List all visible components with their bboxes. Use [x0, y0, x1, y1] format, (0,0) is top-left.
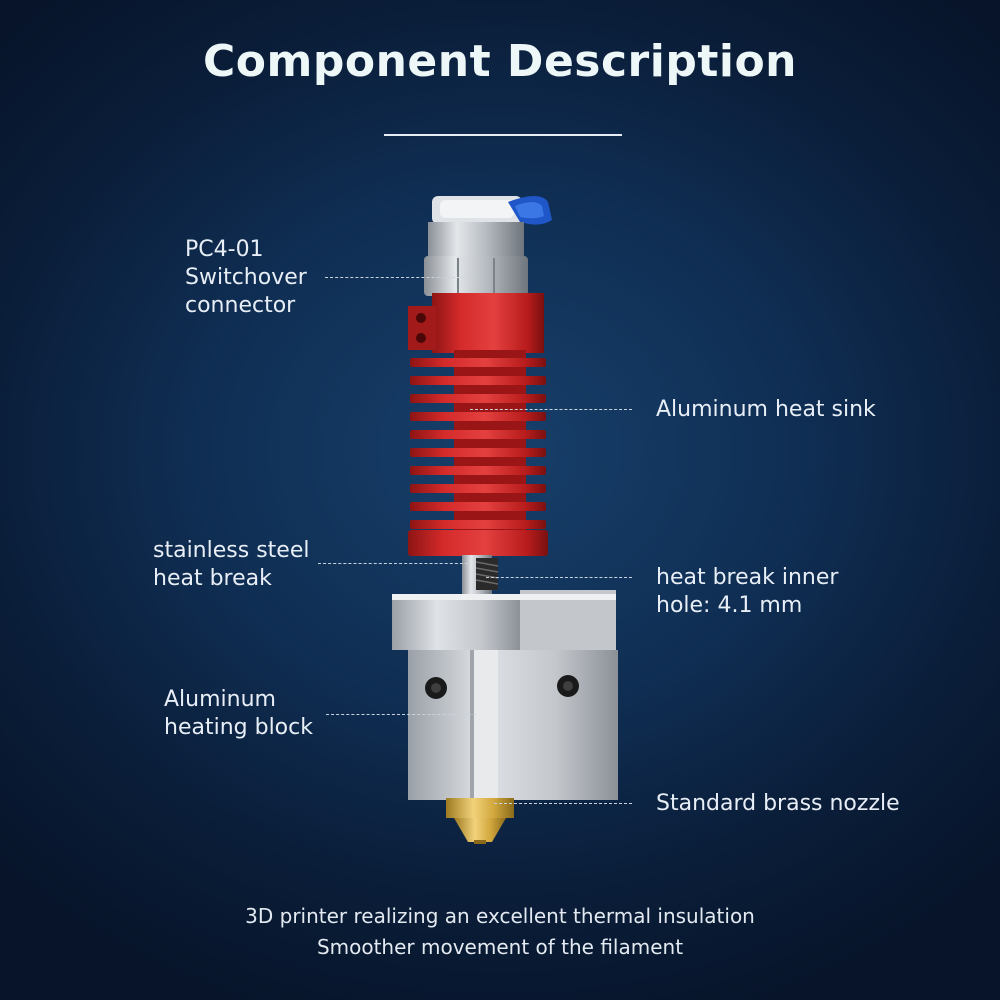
label-inner-hole: heat break inner hole: 4.1 mm	[656, 565, 839, 618]
leader-heat-sink	[470, 409, 632, 410]
pc4-connector	[424, 196, 552, 296]
label-heat-break: stainless steel heat break	[153, 538, 310, 591]
label-pc4-connector: PC4-01 Switchover connector	[185, 237, 307, 318]
heat-sink	[408, 293, 548, 556]
leader-heating-block	[326, 714, 476, 715]
page-title: Component Description	[202, 36, 797, 87]
leader-nozzle	[494, 803, 632, 804]
footer-line-1: 3D printer realizing an excellent therma…	[245, 904, 755, 928]
title-underline	[384, 134, 622, 136]
heating-block	[392, 590, 618, 800]
heat-break	[462, 555, 499, 595]
brass-nozzle	[446, 798, 514, 844]
leader-inner-hole	[486, 577, 632, 578]
footer-line-2: Smoother movement of the filament	[316, 935, 684, 959]
label-heat-sink: Aluminum heat sink	[656, 397, 876, 422]
label-heating-block: Aluminum heating block	[164, 687, 313, 740]
leader-heat-break	[318, 563, 468, 564]
leader-pc4-connector	[325, 277, 475, 278]
label-nozzle: Standard brass nozzle	[656, 791, 900, 816]
